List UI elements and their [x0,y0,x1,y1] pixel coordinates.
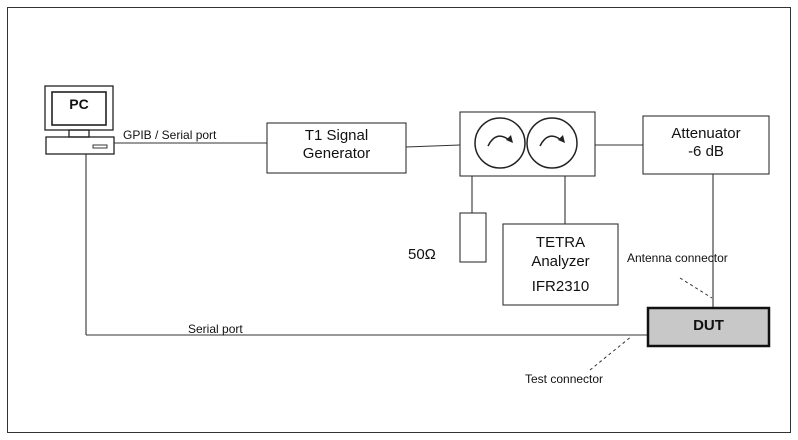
analyzer-line3: IFR2310 [531,278,590,295]
circulator-left-arrow-icon [487,135,510,147]
analyzer-box [502,223,619,306]
analyzer-line1: TETRA [535,234,586,251]
attenuator-line1: Attenuator [671,125,741,142]
connection-lines [85,142,714,336]
line-generator-to-coupler [405,144,461,148]
attenuator-box [642,115,770,175]
serial-port-label: Serial port [188,322,243,336]
circulator-right-arrowhead-icon [558,135,565,143]
pc-monitor-screen [51,91,107,126]
dut-box [646,306,771,348]
circulator-left-arrowhead-icon [506,135,513,143]
test-callout-line [589,335,633,371]
signal-generator-line1: T1 Signal [304,127,369,144]
gpib-serial-port-label: GPIB / Serial port [123,128,217,142]
circulator-block [459,111,596,177]
load-label: 50Ω [408,246,436,263]
attenuator-label: Attenuator -6 dB [643,125,769,161]
pc-drive-slot [92,144,108,149]
pc-base-unit [45,136,115,155]
load-resistor [459,212,487,263]
analyzer-line2: Analyzer [531,253,590,270]
signal-generator-box [266,122,407,174]
test-connector-label: Test connector [525,372,604,386]
circulator-right-arrow-icon [539,135,562,147]
attenuator-line2: -6 dB [688,143,724,160]
signal-generator-label: T1 Signal Generator [267,127,406,163]
circulator-left [474,117,526,169]
pc-monitor-stand [68,129,90,138]
circulator-right [526,117,578,169]
diagram-border [7,7,791,433]
callout-lines [589,277,713,371]
antenna-callout-line [679,277,713,299]
dut-label: DUT [693,317,724,334]
signal-generator-line2: Generator [302,145,371,162]
pc-label: PC [69,96,89,112]
pc-icon [44,85,115,155]
antenna-connector-label: Antenna connector [627,251,728,265]
analyzer-label: TETRA Analyzer IFR2310 [503,233,618,296]
